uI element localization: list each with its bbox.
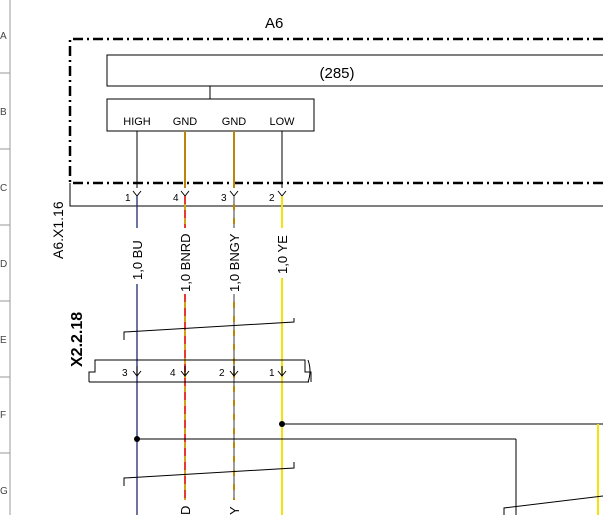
connector-top-pin-3: 3 bbox=[221, 193, 227, 204]
connector-top-pin-1: 1 bbox=[125, 193, 131, 204]
junction-dot-bu bbox=[134, 436, 140, 442]
wire-label-bngy: 1,0 BNGY bbox=[227, 233, 242, 292]
bottom-right-bracket bbox=[503, 495, 603, 515]
connector-top-frame bbox=[69, 183, 603, 207]
connector-top-chevrons bbox=[132, 190, 287, 197]
connector-top-pin-2: 2 bbox=[269, 193, 275, 204]
wire-bottom-label-bnrd: D bbox=[178, 506, 193, 515]
connector-top-name: A6.X1.16 bbox=[50, 201, 66, 259]
wire-label-ye: 1,0 YE bbox=[275, 235, 290, 274]
junction-dot-ye bbox=[279, 421, 285, 427]
connector-bottom-pin-2: 2 bbox=[219, 368, 225, 379]
pin-box bbox=[106, 98, 315, 132]
connector-bottom-name: X2.2.18 bbox=[69, 312, 86, 367]
row-label-b: B bbox=[0, 107, 7, 118]
connector-top-pin-4: 4 bbox=[173, 193, 179, 204]
wire-bottom-label-bngy: Y bbox=[227, 506, 242, 515]
component-boundary bbox=[68, 37, 603, 185]
row-label-f: F bbox=[0, 410, 6, 421]
pin-label-gnd-1: GND bbox=[173, 116, 198, 128]
connector-bottom-pin-1: 1 bbox=[269, 368, 275, 379]
component-title: A6 bbox=[265, 15, 283, 32]
lower-bracket bbox=[123, 462, 295, 486]
row-label-d: D bbox=[0, 259, 7, 270]
connector-bottom-arrows bbox=[132, 366, 287, 377]
module-box bbox=[106, 54, 603, 87]
pin-label-gnd-2: GND bbox=[222, 116, 247, 128]
wire-label-bu: 1,0 BU bbox=[130, 240, 145, 280]
connector-bottom-pin-4: 4 bbox=[170, 368, 176, 379]
pin-label-low: LOW bbox=[269, 116, 295, 128]
row-ruler: A B C D E F G bbox=[0, 0, 11, 515]
row-label-e: E bbox=[0, 335, 7, 346]
row-label-c: C bbox=[0, 183, 7, 194]
module-label: (285) bbox=[319, 65, 354, 82]
connector-bottom-pin-3: 3 bbox=[122, 368, 128, 379]
connector-bottom-bracket-top bbox=[123, 318, 295, 340]
pin-label-high: HIGH bbox=[123, 116, 151, 128]
row-label-a: A bbox=[0, 31, 7, 42]
wire-label-bnrd: 1,0 BNRD bbox=[178, 233, 193, 292]
row-label-g: G bbox=[0, 486, 8, 497]
